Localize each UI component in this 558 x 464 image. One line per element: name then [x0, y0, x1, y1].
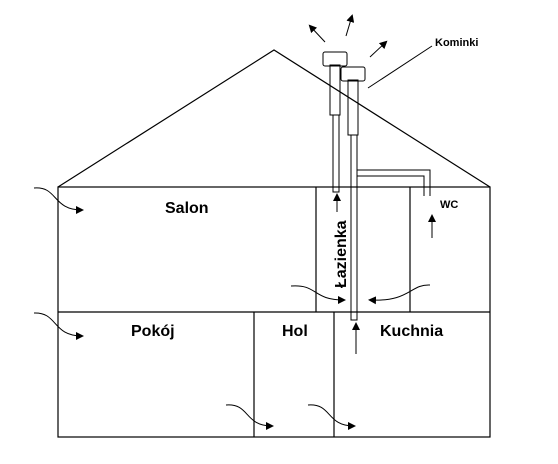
- roof: [57, 49, 491, 188]
- label-hol: Hol: [282, 323, 308, 340]
- exhaust-arrow: [308, 24, 326, 43]
- chimney-duct-1: [322, 51, 348, 193]
- flow-arrow-into-lazienka: [290, 285, 346, 304]
- inflow-arrow-hol-door: [307, 404, 356, 430]
- label-kominki: Kominki: [435, 37, 478, 49]
- kominki-leader-line: [367, 45, 433, 89]
- label-salon: Salon: [165, 200, 209, 217]
- exhaust-arrow: [345, 14, 355, 37]
- exhaust-arrow: [369, 40, 388, 58]
- inflow-arrow-pokoj-door: [225, 404, 274, 430]
- label-kuchnia: Kuchnia: [380, 323, 443, 340]
- inflow-arrow-salon: [33, 187, 84, 214]
- label-lazienka: Łazienka: [333, 220, 350, 288]
- wc-duct: [357, 169, 431, 196]
- flow-arrow-from-kuchnia: [368, 284, 431, 305]
- label-pokoj: Pokój: [131, 323, 175, 340]
- chimney-duct-2: [340, 66, 366, 321]
- label-wc: WC: [440, 199, 458, 211]
- inflow-arrow-pokoj: [33, 312, 84, 340]
